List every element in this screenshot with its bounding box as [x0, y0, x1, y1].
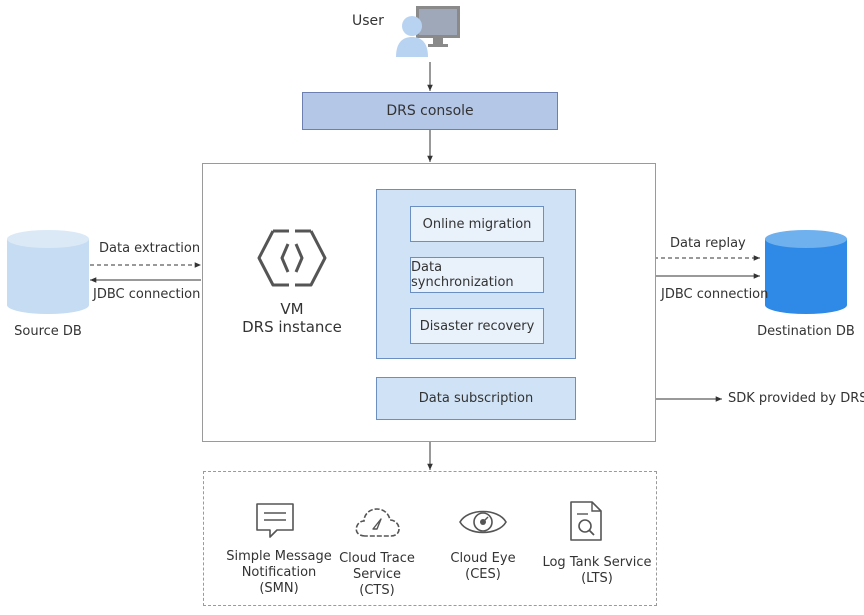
- document-search-icon: [568, 500, 604, 542]
- cts-label-line-1: Cloud Trace: [339, 551, 415, 566]
- smn-label-line-2: Notification: [241, 565, 317, 580]
- disaster-recovery-label: Disaster recovery: [419, 318, 535, 334]
- eye-icon: [458, 504, 508, 540]
- ces-label-line-2: (CES): [465, 567, 501, 582]
- sdk-label: SDK provided by DRS: [728, 391, 864, 406]
- data-synchronization-box[interactable]: Data synchronization: [410, 257, 544, 293]
- cts-label-line-3: (CTS): [359, 583, 395, 598]
- source-jdbc-label: JDBC connection: [93, 287, 201, 302]
- user-icon: [396, 5, 462, 57]
- drs-console-box[interactable]: DRS console: [302, 92, 558, 130]
- ces-label-line-1: Cloud Eye: [450, 551, 516, 566]
- lts-label-line-1: Log Tank Service: [542, 555, 652, 570]
- source-db-icon: [5, 229, 91, 315]
- cts-label-line-2: Service: [352, 567, 402, 582]
- online-migration-box[interactable]: Online migration: [410, 206, 544, 242]
- user-label: User: [352, 13, 384, 29]
- source-db-label: Source DB: [14, 324, 82, 339]
- smn-label-line-3: (SMN): [259, 581, 299, 596]
- services-container: [203, 471, 657, 606]
- disaster-recovery-box[interactable]: Disaster recovery: [410, 308, 544, 344]
- data-synchronization-label: Data synchronization: [411, 260, 514, 290]
- destination-db-icon: [763, 229, 849, 315]
- smn-label-line-1: Simple Message: [226, 549, 332, 564]
- data-replay-label: Data replay: [670, 236, 746, 251]
- data-extraction-label: Data extraction: [99, 241, 201, 256]
- cloud-trace-icon: [353, 505, 401, 539]
- drs-console-label: DRS console: [386, 103, 474, 119]
- lts-label-line-2: (LTS): [581, 571, 613, 586]
- data-subscription-box[interactable]: Data subscription: [376, 377, 576, 420]
- destination-jdbc-label: JDBC connection: [661, 287, 769, 302]
- vm-icon: [255, 228, 329, 288]
- online-migration-label: Online migration: [422, 216, 532, 232]
- vm-label: VM: [280, 300, 304, 318]
- data-subscription-label: Data subscription: [418, 391, 534, 406]
- message-icon: [255, 502, 295, 540]
- destination-db-label: Destination DB: [757, 324, 855, 339]
- drs-instance-label: DRS instance: [242, 318, 342, 336]
